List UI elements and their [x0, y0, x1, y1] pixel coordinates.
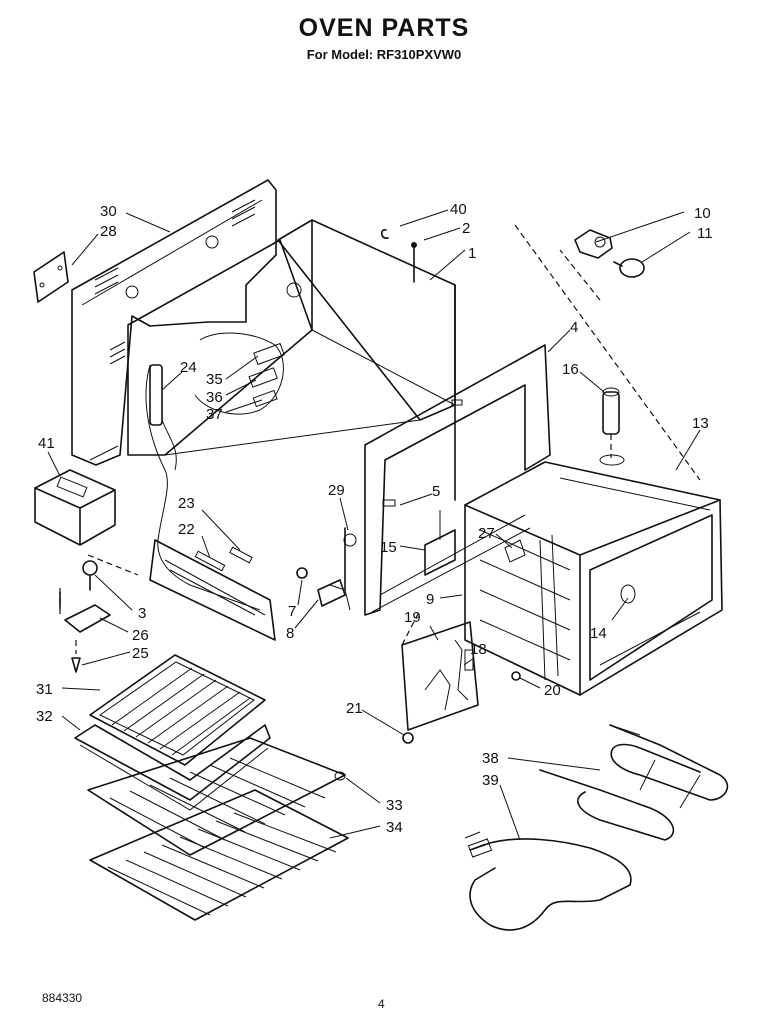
front-frame [364, 344, 551, 616]
callout-31: 31 [36, 681, 53, 698]
callout-18: 18 [470, 641, 487, 658]
callout-35: 35 [206, 371, 223, 388]
callout-34: 34 [386, 819, 403, 836]
callout-7: 7 [288, 603, 296, 620]
door-latch-assembly [401, 609, 479, 731]
callout-38: 38 [482, 750, 499, 767]
bake-element [464, 831, 632, 931]
leader-lines [47, 209, 701, 841]
model-subtitle: For Model: RF310PXVW0 [306, 47, 462, 62]
terminal-cover [33, 251, 69, 303]
callout-36: 36 [206, 389, 223, 406]
callout-27: 27 [478, 525, 495, 542]
callout-2: 2 [462, 220, 470, 237]
page-number: 4 [378, 997, 385, 1011]
callout-22: 22 [178, 521, 195, 538]
rear-panel [71, 179, 277, 466]
callout-15: 15 [380, 539, 397, 556]
oven-rack-upper [87, 737, 346, 856]
page-title: OVEN PARTS [298, 14, 470, 42]
callout-8: 8 [286, 625, 294, 642]
callout-4: 4 [570, 319, 578, 336]
callout-9: 9 [426, 591, 434, 608]
callout-39: 39 [482, 772, 499, 789]
oven-liner [127, 219, 456, 501]
callout-labels: 30 28 40 2 1 10 11 4 16 13 24 35 36 37 4… [36, 201, 713, 836]
oven-cavity-box [464, 454, 723, 696]
callout-32: 32 [36, 708, 53, 725]
callout-10: 10 [694, 205, 711, 222]
oven-rack-lower [89, 789, 349, 921]
callout-26: 26 [132, 627, 149, 644]
callout-28: 28 [100, 223, 117, 240]
callout-24: 24 [180, 359, 197, 376]
callout-1: 1 [468, 245, 476, 262]
callout-11: 11 [697, 225, 713, 242]
callout-30: 30 [100, 203, 117, 220]
callout-21: 21 [346, 700, 363, 717]
small-hardware [59, 229, 521, 744]
light-lens [602, 387, 620, 458]
callout-14: 14 [590, 625, 607, 642]
callout-25: 25 [132, 645, 149, 662]
broiler-pan [74, 724, 271, 811]
callout-33: 33 [386, 797, 403, 814]
wiring-harness [145, 364, 261, 611]
insulation-block [34, 469, 116, 546]
door-hinge-bracket [382, 499, 456, 576]
oven-light-assembly [574, 229, 645, 278]
callout-20: 20 [544, 682, 561, 699]
temperature-sensor [329, 527, 357, 611]
callout-37: 37 [206, 406, 223, 423]
bottom-panel [149, 539, 276, 641]
callout-19: 19 [404, 609, 421, 626]
broil-element [539, 724, 729, 841]
callout-5: 5 [432, 483, 440, 500]
callout-16: 16 [562, 361, 579, 378]
callout-29: 29 [328, 482, 345, 499]
callout-13: 13 [692, 415, 709, 432]
callout-23: 23 [178, 495, 195, 512]
document-code: 884330 [42, 991, 83, 1005]
broiler-grid [89, 654, 266, 766]
callout-3: 3 [138, 605, 146, 622]
callout-40: 40 [450, 201, 467, 218]
callout-41: 41 [38, 435, 55, 452]
